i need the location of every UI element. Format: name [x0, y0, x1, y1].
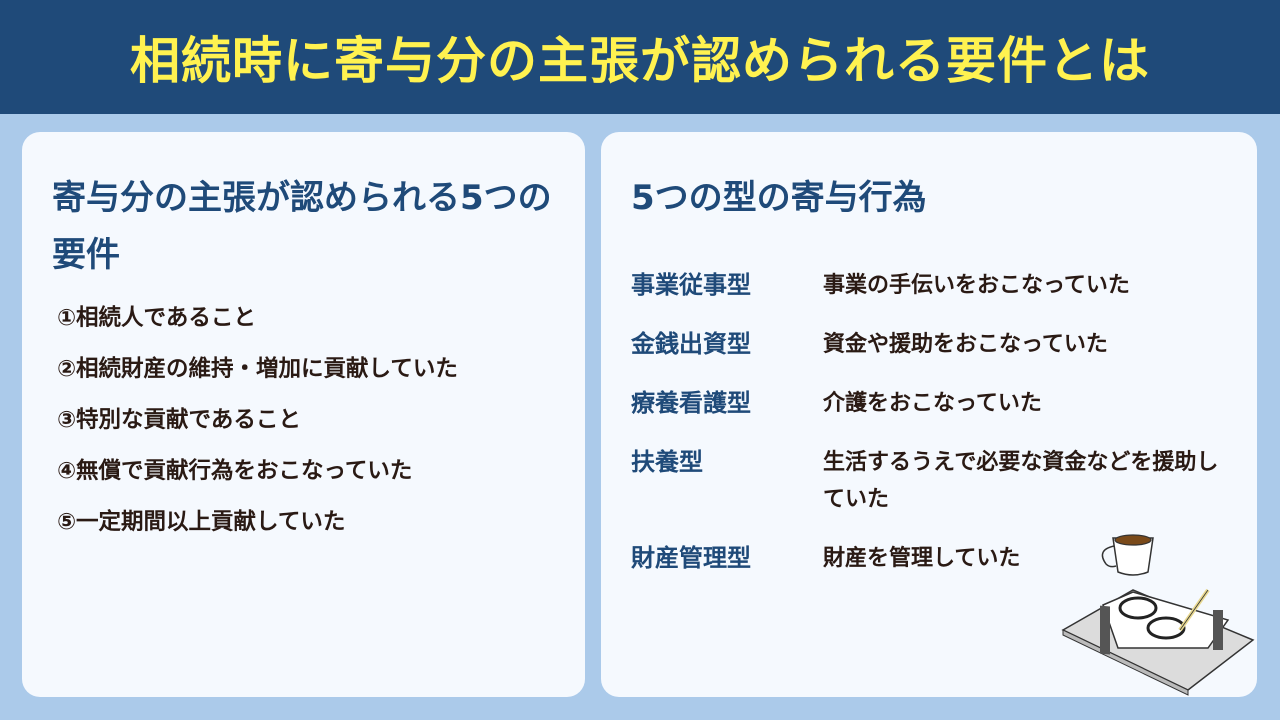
type-row: 金銭出資型 資金や援助をおこなっていた	[631, 326, 1241, 363]
header-banner: 相続時に寄与分の主張が認められる要件とは	[0, 0, 1280, 114]
type-name: 療養看護型	[631, 389, 751, 417]
coffee-notebook-glasses-illustration	[1061, 534, 1255, 696]
type-name: 事業従事型	[631, 271, 751, 299]
page-title: 相続時に寄与分の主張が認められる要件とは	[130, 32, 1150, 90]
type-description: 資金や援助をおこなっていた	[823, 332, 1108, 357]
requirement-item: ①相続人であること	[57, 305, 256, 331]
requirement-item: ⑤一定期間以上貢献していた	[57, 509, 346, 535]
type-description: 介護をおこなっていた	[823, 391, 1042, 416]
type-description: 事業の手伝いをおこなっていた	[823, 273, 1130, 298]
contribution-types-card-title: 5つの型の寄与行為	[631, 178, 927, 218]
type-row: 財産管理型 財産を管理していた	[631, 540, 1241, 577]
type-row: 療養看護型 介護をおこなっていた	[631, 385, 1241, 422]
type-name: 金銭出資型	[631, 330, 751, 358]
type-name: 財産管理型	[631, 544, 751, 572]
type-row: 扶養型 生活するうえで必要な資金などを援助していた	[631, 444, 1241, 518]
contribution-types-list: 事業従事型 事業の手伝いをおこなっていた 金銭出資型 資金や援助をおこなっていた…	[631, 267, 1241, 599]
requirements-list: ①相続人であること ②相続財産の維持・増加に貢献していた ③特別な貢献であること…	[57, 305, 458, 560]
requirements-card-title: 寄与分の主張が認められる5つの要件	[52, 178, 552, 275]
requirement-item: ②相続財産の維持・増加に貢献していた	[57, 356, 458, 382]
requirement-item: ④無償で貢献行為をおこなっていた	[57, 458, 413, 484]
type-row: 事業従事型 事業の手伝いをおこなっていた	[631, 267, 1241, 304]
contribution-types-card: 5つの型の寄与行為 事業従事型 事業の手伝いをおこなっていた 金銭出資型 資金や…	[601, 132, 1257, 697]
requirements-card: 寄与分の主張が認められる5つの要件 ①相続人であること ②相続財産の維持・増加に…	[22, 132, 585, 697]
type-name: 扶養型	[631, 448, 703, 476]
type-description: 財産を管理していた	[823, 546, 1021, 571]
requirement-item: ③特別な貢献であること	[57, 407, 301, 433]
type-description: 生活するうえで必要な資金などを援助していた	[823, 450, 1219, 512]
